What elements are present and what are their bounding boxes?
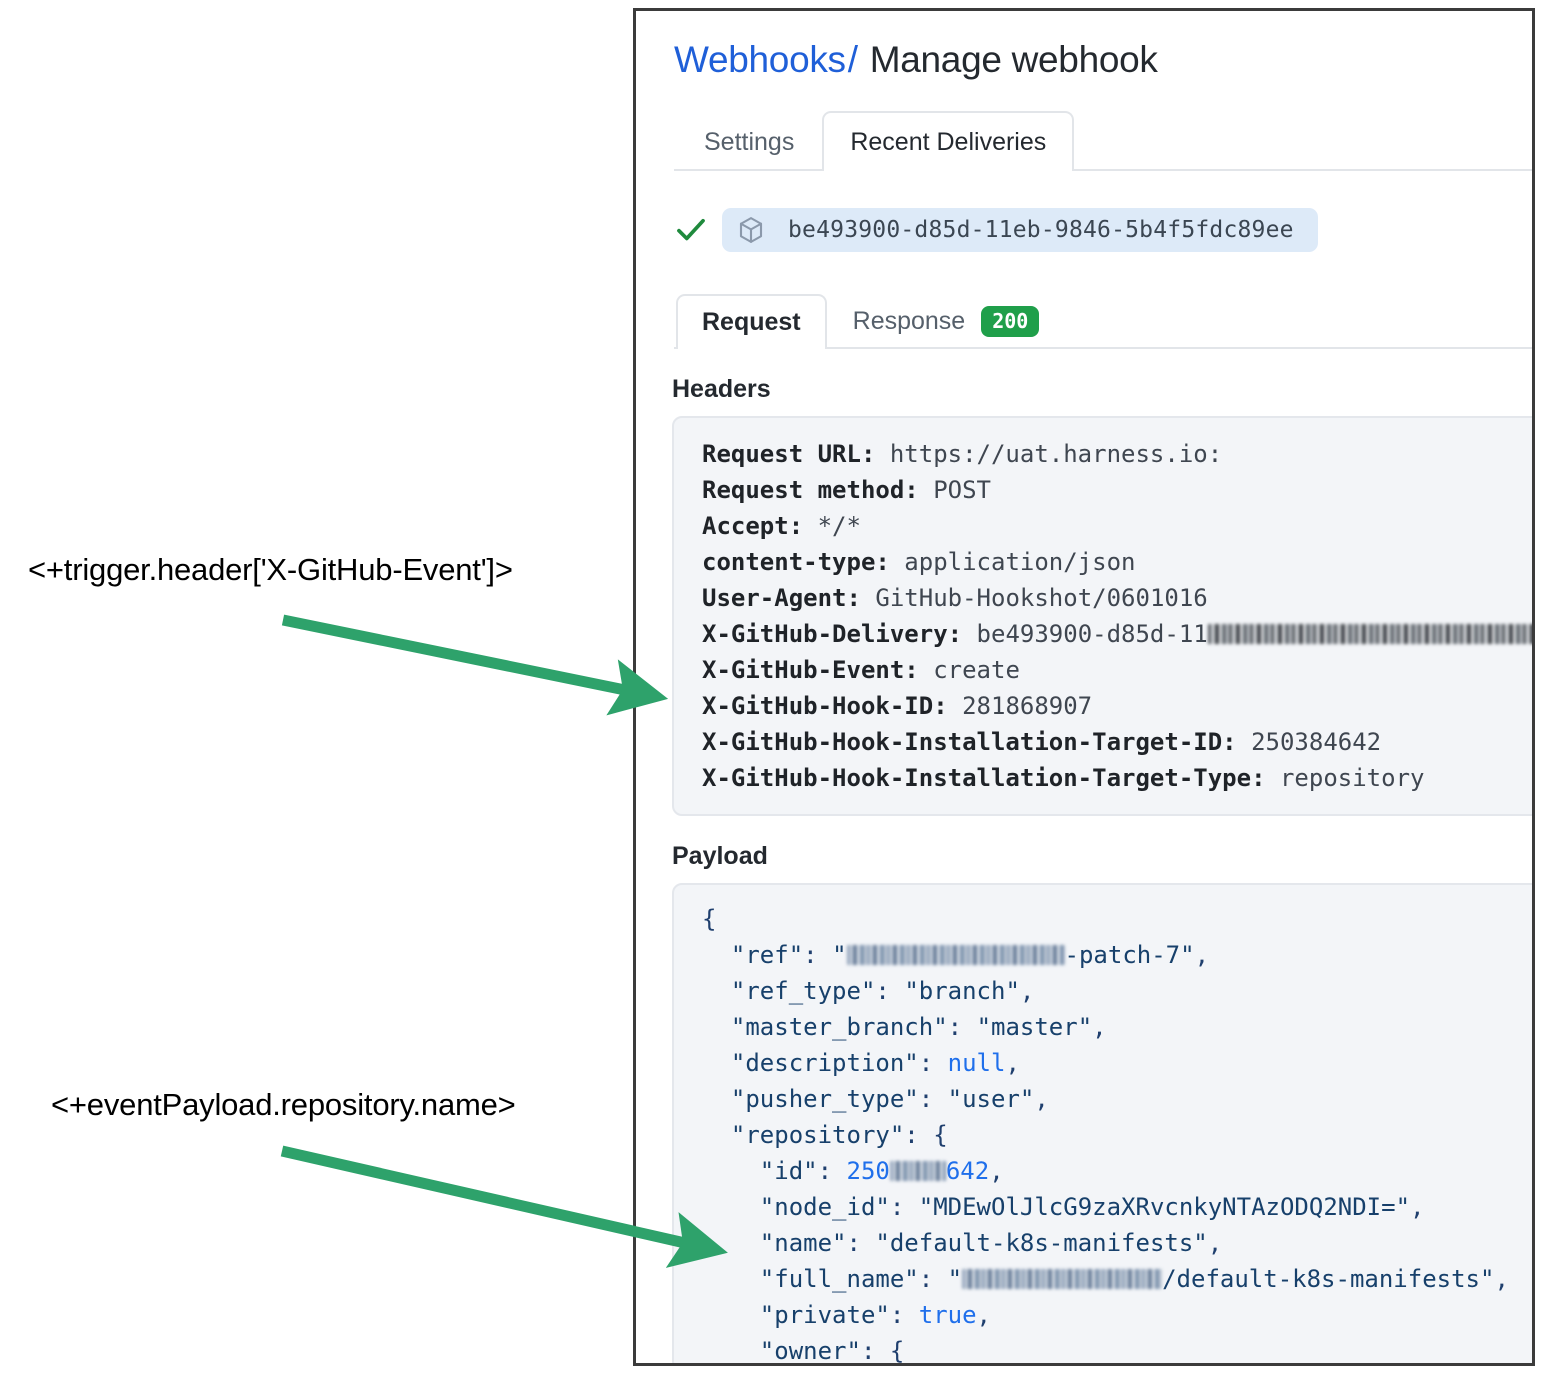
header-line: User-Agent: GitHub-Hookshot/0601016 — [702, 580, 1532, 616]
header-value: application/json — [889, 548, 1136, 576]
json-value: { — [889, 1337, 905, 1365]
json-key: "id" — [759, 1157, 818, 1185]
tab-recent-deliveries[interactable]: Recent Deliveries — [822, 111, 1075, 171]
json-line: "node_id": "MDEwOlJlcG9zaXRvcnkyNTAzODQ2… — [759, 1193, 1425, 1221]
check-icon — [674, 213, 708, 247]
request-response-tab-bar: Request Response 200 — [674, 285, 1532, 349]
json-value: true — [918, 1301, 977, 1329]
json-line: "repository": { — [730, 1121, 948, 1149]
json-value: null — [947, 1049, 1006, 1077]
json-line: "ref_type": "branch", — [730, 977, 1035, 1005]
header-key: X-GitHub-Delivery: — [702, 620, 963, 648]
header-value: POST — [918, 476, 991, 504]
breadcrumb-separator: / — [847, 39, 858, 80]
json-key: "full_name" — [759, 1265, 919, 1293]
header-key: Request URL: — [702, 440, 876, 468]
annotation-label-payload: <+eventPayload.repository.name> — [51, 1087, 516, 1122]
header-value: 250384642 — [1236, 728, 1382, 756]
header-value: create — [918, 656, 1020, 684]
tab-settings[interactable]: Settings — [704, 128, 795, 156]
tab-bar: Settings Recent Deliveries — [674, 103, 1532, 171]
header-line: Request method: POST — [702, 472, 1532, 508]
json-key: "pusher_type" — [730, 1085, 919, 1113]
json-key: "name" — [759, 1229, 847, 1257]
json-line: { — [702, 905, 717, 933]
page-title: Manage webhook — [869, 39, 1158, 80]
breadcrumb-link-webhooks[interactable]: Webhooks — [674, 39, 846, 80]
header-line: X-GitHub-Hook-Installation-Target-ID: 25… — [702, 724, 1532, 760]
webhook-delivery-panel: Webhooks/ Manage webhook Settings Recent… — [633, 8, 1535, 1366]
headers-code-box: Request URL: https://uat.harness.io: Req… — [672, 416, 1532, 816]
headers-title: Headers — [672, 375, 771, 403]
json-key: "ref" — [730, 941, 804, 969]
json-value: { — [933, 1121, 948, 1149]
header-key: Accept: — [702, 512, 804, 540]
delivery-row: be493900-d85d-11eb-9846-5b4f5fdc89ee — [674, 203, 1532, 257]
header-key: X-GitHub-Hook-ID: — [702, 692, 948, 720]
tab-request[interactable]: Request — [676, 294, 827, 349]
json-key: "repository" — [730, 1121, 905, 1149]
status-badge: 200 — [981, 306, 1040, 337]
json-value: -patch-7" — [1064, 941, 1195, 969]
header-value: GitHub-Hookshot/0601016 — [860, 584, 1208, 612]
header-line: X-GitHub-Hook-ID: 281868907 — [702, 688, 1532, 724]
header-key: content-type: — [702, 548, 890, 576]
tab-response[interactable]: Response 200 — [827, 292, 1066, 349]
header-key: Request method: — [702, 476, 919, 504]
json-line: "master_branch": "master", — [730, 1013, 1107, 1041]
json-value: "MDEwOlJlcG9zaXRvcnkyNTAzODQ2NDI=" — [918, 1193, 1411, 1221]
delivery-id-chip[interactable]: be493900-d85d-11eb-9846-5b4f5fdc89ee — [722, 208, 1318, 252]
json-key: "node_id" — [759, 1193, 890, 1221]
header-value: */* — [803, 512, 861, 540]
header-value: https://uat.harness.io: — [875, 440, 1223, 468]
redacted-owner-login — [962, 1269, 1163, 1289]
header-line: X-GitHub-Hook-Installation-Target-Type: … — [702, 760, 1532, 796]
header-key: X-GitHub-Hook-Installation-Target-Type: — [702, 764, 1266, 792]
json-line: "pusher_type": "user", — [730, 1085, 1049, 1113]
header-line: Request URL: https://uat.harness.io: — [702, 436, 1532, 472]
json-key: "owner" — [759, 1337, 861, 1365]
json-line: "full_name": "/default-k8s-manifests", — [759, 1265, 1509, 1293]
header-line: content-type: application/json — [702, 544, 1532, 580]
json-key: "ref_type" — [730, 977, 876, 1005]
json-line: "description": null, — [730, 1049, 1020, 1077]
header-line: Accept: */* — [702, 508, 1532, 544]
json-line: "name": "default-k8s-manifests", — [759, 1229, 1223, 1257]
json-value: "user" — [947, 1085, 1035, 1113]
payload-title: Payload — [672, 842, 768, 870]
json-value: "master" — [976, 1013, 1093, 1041]
header-value: repository — [1265, 764, 1425, 792]
package-icon — [736, 215, 766, 245]
json-line: "ref": "-patch-7", — [730, 941, 1210, 969]
json-value: "branch" — [904, 977, 1020, 1005]
redacted-delivery-tail — [1207, 624, 1532, 644]
json-key: "description" — [730, 1049, 919, 1077]
json-key: "master_branch" — [730, 1013, 948, 1041]
tab-request-label: Request — [702, 308, 801, 336]
header-line: X-GitHub-Delivery: be493900-d85d-11 — [702, 616, 1532, 652]
json-key: "private" — [759, 1301, 890, 1329]
delivery-id-text: be493900-d85d-11eb-9846-5b4f5fdc89ee — [788, 217, 1294, 243]
header-key: X-GitHub-Hook-Installation-Target-ID: — [702, 728, 1237, 756]
annotation-label-header: <+trigger.header['X-GitHub-Event']> — [28, 552, 513, 587]
header-value: 281868907 — [947, 692, 1093, 720]
json-line: "owner": { — [759, 1337, 905, 1365]
json-line: "private": true, — [759, 1301, 991, 1329]
redacted-repo-id — [889, 1161, 946, 1181]
json-value: "default-k8s-manifests" — [875, 1229, 1208, 1257]
annotation-arrow-payload — [280, 1145, 728, 1268]
header-key: User-Agent: — [702, 584, 861, 612]
payload-code-box: { "ref": "-patch-7", "ref_type": "branch… — [672, 883, 1532, 1365]
tab-response-label: Response — [852, 307, 966, 335]
redacted-ref-user — [846, 945, 1065, 965]
header-line: X-GitHub-Event: create — [702, 652, 1532, 688]
header-value: be493900-d85d-11 — [962, 620, 1208, 648]
annotation-arrow-header — [281, 614, 669, 716]
breadcrumb: Webhooks/ Manage webhook — [636, 11, 1532, 103]
json-value: /default-k8s-manifests" — [1162, 1265, 1495, 1293]
header-key: X-GitHub-Event: — [702, 656, 919, 684]
